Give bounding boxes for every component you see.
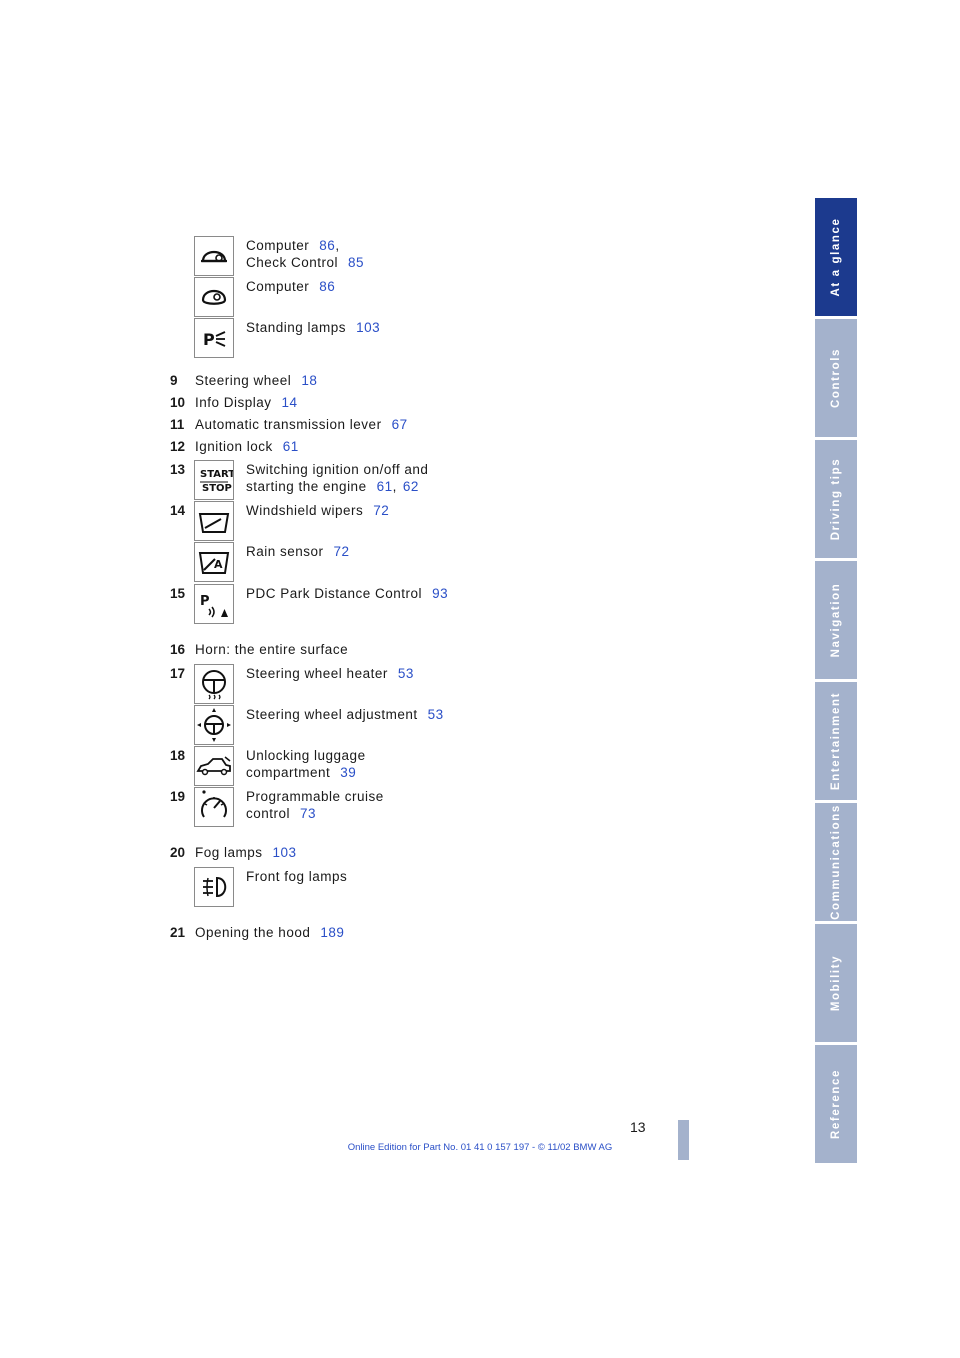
item-number: 9	[170, 373, 178, 388]
tab-mobility[interactable]: Mobility	[815, 924, 857, 1045]
page-ref-link[interactable]: 14	[281, 395, 298, 410]
steering-wheel-adjustment-icon	[194, 705, 234, 745]
item-number: 10	[170, 395, 186, 410]
luggage-compartment-icon	[194, 746, 234, 786]
tab-entertainment[interactable]: Entertainment	[815, 682, 857, 803]
tab-at-a-glance[interactable]: At a glance	[815, 198, 857, 319]
svg-text:START: START	[200, 469, 233, 480]
front-fog-lamps-text: Front fog lamps	[246, 869, 348, 884]
rain-sensor-icon: A	[194, 542, 234, 582]
item-number: 14	[170, 503, 186, 518]
item-number: 19	[170, 789, 186, 804]
item-number: 21	[170, 925, 186, 940]
page-number-bar	[678, 1120, 689, 1160]
item-number: 16	[170, 642, 186, 657]
page-ref-link[interactable]: 93	[432, 586, 449, 601]
tab-controls[interactable]: Controls	[815, 319, 857, 440]
park-distance-control-icon: P	[194, 584, 234, 624]
page-ref-link[interactable]: 53	[397, 666, 414, 681]
page-ref-link[interactable]: 18	[301, 373, 318, 388]
item-number: 17	[170, 666, 186, 681]
tab-driving-tips[interactable]: Driving tips	[815, 440, 857, 561]
tab-reference[interactable]: Reference	[815, 1045, 857, 1166]
windshield-wiper-icon	[194, 501, 234, 541]
ignition-switch-text: Switching ignition on/off and starting t…	[246, 462, 429, 494]
page-ref-link[interactable]: 189	[320, 925, 345, 940]
front-fog-lamps-icon	[194, 867, 234, 907]
standing-lamps-icon: P	[194, 318, 234, 358]
tab-communications[interactable]: Communications	[815, 803, 857, 924]
svg-text:A: A	[214, 558, 223, 571]
item-number: 11	[170, 417, 185, 432]
steering-wheel-heater-icon	[194, 664, 234, 704]
page-ref-link[interactable]: 72	[373, 503, 390, 518]
page-ref-link[interactable]: 85	[348, 255, 365, 270]
page-ref-link[interactable]: 103	[356, 320, 381, 335]
svg-text:P: P	[203, 330, 215, 349]
tab-navigation[interactable]: Navigation	[815, 561, 857, 682]
svg-text:STOP: STOP	[202, 483, 232, 494]
page-ref-link[interactable]: 86	[319, 279, 336, 294]
onboard-computer-icon	[194, 277, 234, 317]
item-number: 20	[170, 845, 186, 860]
onboard-computer-check-icon	[194, 236, 234, 276]
item-number: 13	[170, 462, 186, 477]
footer-edition-note: Online Edition for Part No. 01 41 0 157 …	[347, 1142, 613, 1153]
page-ref-link[interactable]: 73	[300, 806, 317, 821]
item-number: 15	[170, 586, 186, 601]
page-ref-link[interactable]: 62	[402, 479, 419, 494]
page-ref-link[interactable]: 103	[272, 845, 297, 860]
item-number: 12	[170, 439, 186, 454]
page-ref-link[interactable]: 39	[340, 765, 357, 780]
svg-text:P: P	[200, 594, 210, 609]
page-ref-link[interactable]: 86	[319, 238, 336, 253]
item-number: 18	[170, 748, 186, 763]
page-ref-link[interactable]: 72	[333, 544, 350, 559]
page-number: 13	[630, 1119, 646, 1135]
page-ref-link[interactable]: 61	[282, 439, 299, 454]
page-ref-link[interactable]: 61	[376, 479, 393, 494]
horn-text: Horn: the entire surface	[195, 642, 349, 657]
start-stop-button-icon: START STOP	[194, 460, 234, 500]
cruise-control-icon	[194, 787, 234, 827]
page-ref-link[interactable]: 67	[391, 417, 408, 432]
page-ref-link[interactable]: 53	[427, 707, 444, 722]
